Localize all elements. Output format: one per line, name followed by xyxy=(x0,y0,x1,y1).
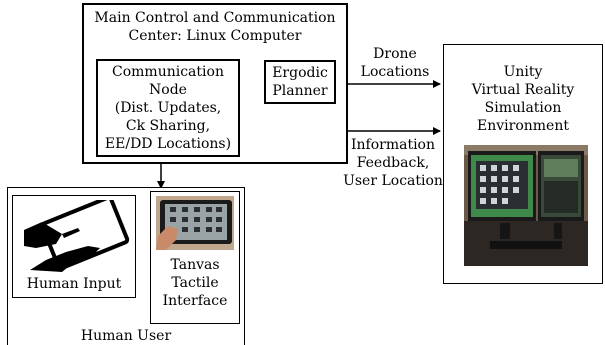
communication-node-box xyxy=(96,59,240,157)
human-input-label: Human Input xyxy=(26,276,122,292)
touch-tablet-icon xyxy=(24,200,130,272)
drone-locations-label-line1: Drone xyxy=(373,46,417,62)
vr-monitor-illustration xyxy=(464,145,588,266)
tanvas-line1: Tanvas xyxy=(170,257,220,273)
comm-node-line4: Ck Sharing, xyxy=(125,118,211,134)
main-control-title-line1: Main Control and Communication xyxy=(94,10,336,26)
main-control-title-line2: Center: Linux Computer xyxy=(128,28,302,44)
ergodic-planner-box xyxy=(264,60,336,104)
info-feedback-label-line3: User Location xyxy=(343,173,443,189)
tanvas-photo-frame xyxy=(156,196,234,250)
touch-tablet-illustration-frame xyxy=(22,200,132,272)
unity-line3: Simulation xyxy=(484,100,562,116)
comm-node-line5: EE/DD Locations) xyxy=(104,136,232,152)
human-user-label: Human User xyxy=(80,328,172,344)
tanvas-line2: Tactile xyxy=(171,275,219,291)
comm-node-line3: (Dist. Updates, xyxy=(114,100,222,116)
unity-line2: Virtual Reality xyxy=(471,82,575,98)
ergodic-planner-line1: Ergodic xyxy=(272,65,328,81)
drone-locations-label-line2: Locations xyxy=(360,64,430,80)
comm-node-line2: Node xyxy=(149,82,187,98)
info-feedback-label-line2: Feedback, xyxy=(356,155,430,171)
vr-monitor-photo xyxy=(464,145,588,266)
ergodic-planner-line2: Planner xyxy=(272,83,328,99)
unity-line1: Unity xyxy=(503,64,543,80)
comm-node-line1: Communication xyxy=(112,64,224,80)
tanvas-tablet-photo xyxy=(156,196,234,250)
tanvas-line3: Interface xyxy=(162,293,228,309)
unity-line4: Environment xyxy=(477,118,569,134)
info-feedback-label-line1: Information xyxy=(350,137,436,153)
